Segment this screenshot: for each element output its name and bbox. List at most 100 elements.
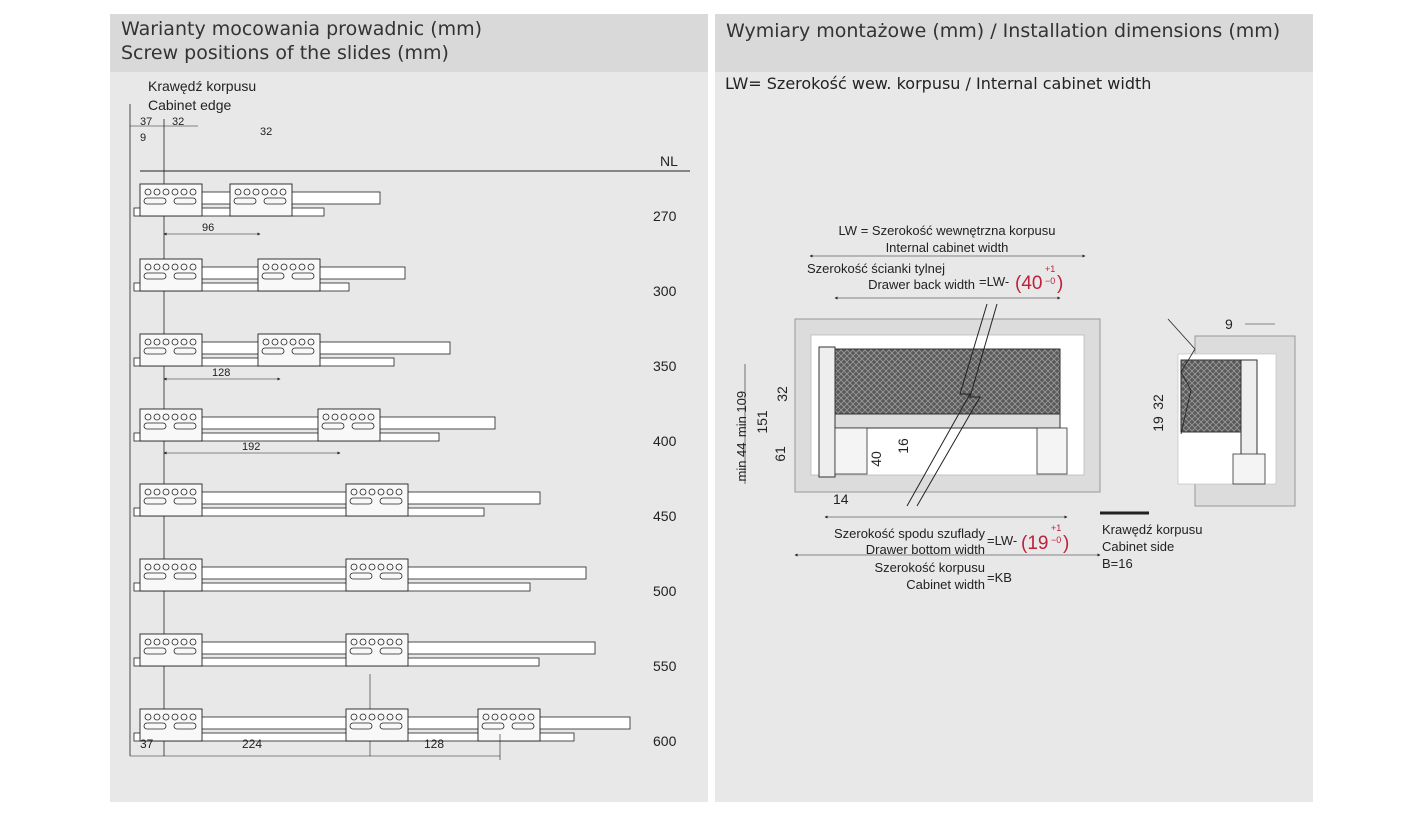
screw-slot xyxy=(143,497,167,505)
screw-hole xyxy=(307,263,315,271)
slides-diagram: Krawędź korpusu Cabinet edge NL 37 32 9 … xyxy=(129,78,690,760)
screw-hole xyxy=(252,188,260,196)
screw-hole xyxy=(153,638,161,646)
screw-hole xyxy=(243,188,251,196)
screw-slot xyxy=(173,422,197,430)
dim-min44: min 44 xyxy=(734,442,749,481)
installation-title: Wymiary montażowe (mm) / Installation di… xyxy=(726,20,1281,42)
bottom-dim-128: 128 xyxy=(424,737,444,751)
screw-slot xyxy=(261,347,285,355)
dim-32: 32 xyxy=(774,386,790,402)
mounting-bracket xyxy=(345,483,409,517)
screw-hole xyxy=(171,338,179,346)
slide-length-label: 450 xyxy=(653,508,677,524)
bottom-dim-37: 37 xyxy=(140,737,154,751)
screw-slot xyxy=(481,722,505,730)
screw-hole xyxy=(367,413,375,421)
screw-slot xyxy=(173,572,197,580)
screw-hole xyxy=(262,263,270,271)
bottom-width-label-en: Drawer bottom width xyxy=(866,542,985,557)
slide-row xyxy=(133,483,541,517)
screw-hole xyxy=(162,263,170,271)
detail-break-1 xyxy=(1167,318,1196,350)
back-width-tol-up: +1 xyxy=(1045,264,1055,274)
screw-hole xyxy=(386,563,394,571)
screw-slot xyxy=(233,197,257,205)
screw-hole xyxy=(162,563,170,571)
screw-hole xyxy=(368,638,376,646)
screw-positions-panel: Warianty mocowania prowadnic (mm) Screw … xyxy=(110,14,708,802)
screw-hole xyxy=(386,488,394,496)
screw-hole xyxy=(500,713,508,721)
slide-length-label: 300 xyxy=(653,283,677,299)
back-width-label-en: Drawer back width xyxy=(868,277,975,292)
nl-header: NL xyxy=(660,153,678,169)
screw-hole xyxy=(368,488,376,496)
screw-hole xyxy=(162,338,170,346)
screw-hole xyxy=(153,413,161,421)
dim-61: 61 xyxy=(772,446,788,462)
screw-slot xyxy=(349,722,373,730)
detail-break-2 xyxy=(1180,348,1196,435)
detail-runner xyxy=(1232,453,1266,485)
installation-header: Wymiary montażowe (mm) / Installation di… xyxy=(715,14,1313,72)
screw-hole xyxy=(180,338,188,346)
slide-row xyxy=(133,633,596,667)
slide-length-label: 500 xyxy=(653,583,677,599)
screw-hole xyxy=(386,638,394,646)
screw-hole xyxy=(162,638,170,646)
screw-slot xyxy=(143,272,167,280)
screw-hole xyxy=(153,263,161,271)
screw-hole xyxy=(350,488,358,496)
screw-hole xyxy=(322,413,330,421)
bottom-width-formula: =LW- xyxy=(987,533,1017,548)
slide-length-label: 350 xyxy=(653,358,677,374)
screw-slot xyxy=(261,272,285,280)
drawer-back-panel xyxy=(834,348,1061,415)
screw-hole xyxy=(340,413,348,421)
screw-slot xyxy=(143,722,167,730)
pitch-dim-96: 96 xyxy=(202,222,214,234)
back-width-value: (40 xyxy=(1015,273,1042,294)
slide-row xyxy=(133,558,587,592)
slide-lower-rail xyxy=(133,282,350,292)
screw-slot xyxy=(143,422,167,430)
screw-hole xyxy=(377,488,385,496)
screw-hole xyxy=(171,713,179,721)
dim-151: 151 xyxy=(754,410,770,434)
lw-label-en: Internal cabinet width xyxy=(886,240,1009,255)
screw-hole xyxy=(180,713,188,721)
screw-hole xyxy=(234,188,242,196)
screw-slot xyxy=(143,347,167,355)
top-dim-32b: 32 xyxy=(260,126,272,138)
screw-hole xyxy=(171,413,179,421)
screw-hole xyxy=(144,563,152,571)
screw-hole xyxy=(289,338,297,346)
slide-upper-rail xyxy=(189,716,631,730)
screw-slot xyxy=(263,197,287,205)
screw-slot xyxy=(379,722,403,730)
back-width-label-pl: Szerokość ścianki tylnej xyxy=(807,261,945,276)
screw-hole xyxy=(189,338,197,346)
screw-hole xyxy=(162,488,170,496)
installation-dimensions-panel: Wymiary montażowe (mm) / Installation di… xyxy=(715,14,1313,802)
screw-hole xyxy=(279,188,287,196)
screw-hole xyxy=(144,638,152,646)
slide-row xyxy=(133,408,496,442)
screw-slot xyxy=(351,422,375,430)
screw-slot xyxy=(349,647,373,655)
slide-length-label: 270 xyxy=(653,208,677,224)
screw-hole xyxy=(359,488,367,496)
screw-hole xyxy=(395,638,403,646)
screw-hole xyxy=(171,638,179,646)
screw-hole xyxy=(162,188,170,196)
screw-hole xyxy=(518,713,526,721)
cabinet-side-label-pl: Krawędź korpusu xyxy=(1102,522,1202,537)
slide-length-label: 550 xyxy=(653,658,677,674)
top-dim-9: 9 xyxy=(140,132,146,144)
back-width-formula: =LW- xyxy=(979,274,1009,289)
kb-formula: =KB xyxy=(987,570,1012,585)
screw-slot xyxy=(143,572,167,580)
screw-hole xyxy=(368,563,376,571)
